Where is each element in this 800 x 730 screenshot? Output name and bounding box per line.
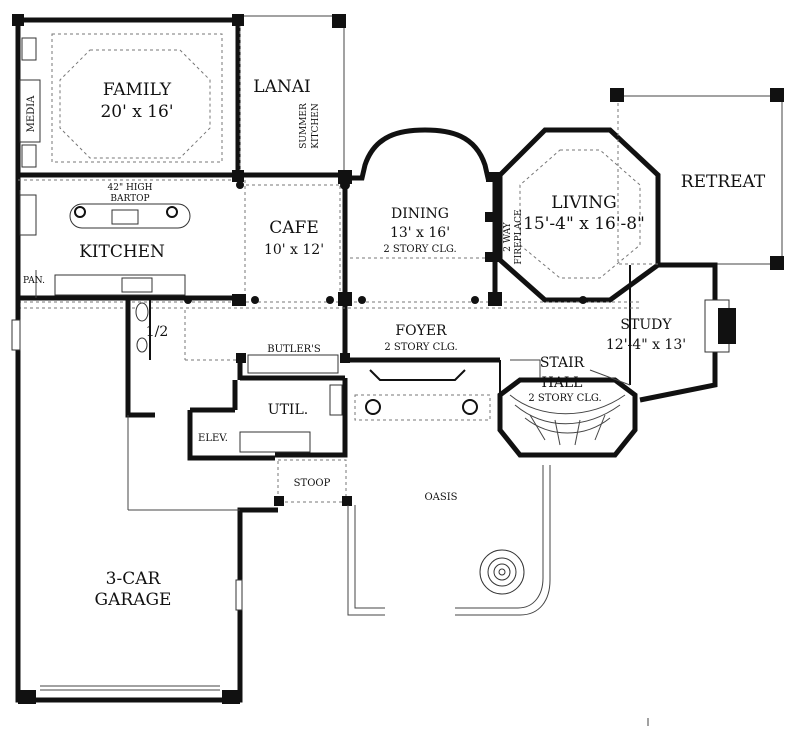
bartop-line2: BARTOP xyxy=(110,194,149,204)
dining-label: DINING xyxy=(391,206,449,222)
stair-hall-line1: STAIR xyxy=(540,355,585,371)
foyer-note: 2 STORY CLG. xyxy=(384,342,457,353)
oasis-label: OASIS xyxy=(424,492,457,503)
cafe-dims: 10' x 12' xyxy=(264,242,324,258)
stoop-outline xyxy=(277,459,347,503)
fireplace-line1: 2 WAY xyxy=(503,221,513,252)
garage-line1: 3-CAR xyxy=(106,569,162,589)
stair-hall-line2: HALL xyxy=(542,375,583,391)
elev-label: ELEV. xyxy=(198,433,228,444)
summer-kitchen-line1: SUMMER xyxy=(299,103,309,149)
family-label: FAMILY xyxy=(103,80,172,100)
retreat-label: RETREAT xyxy=(681,172,766,192)
family-ceiling xyxy=(59,49,211,159)
garage-line2: GARAGE xyxy=(95,590,172,610)
butlers-label: BUTLER'S xyxy=(267,344,321,355)
util-label: UTIL. xyxy=(268,402,308,418)
oasis-wall xyxy=(347,505,385,616)
cafe-label: CAFE xyxy=(269,218,319,238)
study-label: STUDY xyxy=(620,317,672,333)
pantry-label: PAN. xyxy=(23,276,45,286)
foyer-label: FOYER xyxy=(395,323,447,339)
kitchen-label: KITCHEN xyxy=(79,242,165,262)
media-label: MEDIA xyxy=(26,95,37,133)
living-dims: 15'-4" x 16'-8" xyxy=(523,214,645,234)
living-label: LIVING xyxy=(551,193,616,213)
lanai-label: LANAI xyxy=(253,77,310,97)
stoop-label: STOOP xyxy=(294,478,331,489)
wall-util xyxy=(275,378,348,458)
bartop-line1: 42" HIGH xyxy=(108,183,153,193)
summer-kitchen-line2: KITCHEN xyxy=(311,103,321,149)
columns xyxy=(184,180,587,306)
study-dims: 12'-4" x 13' xyxy=(606,337,686,353)
wall-stair xyxy=(497,377,638,458)
media-niche xyxy=(19,79,41,143)
wall-living xyxy=(497,127,661,303)
dining-dims: 13' x 16' xyxy=(390,225,450,241)
stair-hall-note: 2 STORY CLG. xyxy=(528,393,601,404)
dining-note: 2 STORY CLG. xyxy=(383,244,456,255)
wall-dining-bay xyxy=(345,127,500,181)
family-dims: 20' x 16' xyxy=(100,102,173,122)
half-bath-label: 1/2 xyxy=(146,324,169,340)
fireplace-line2: FIREPLACE xyxy=(514,209,524,264)
